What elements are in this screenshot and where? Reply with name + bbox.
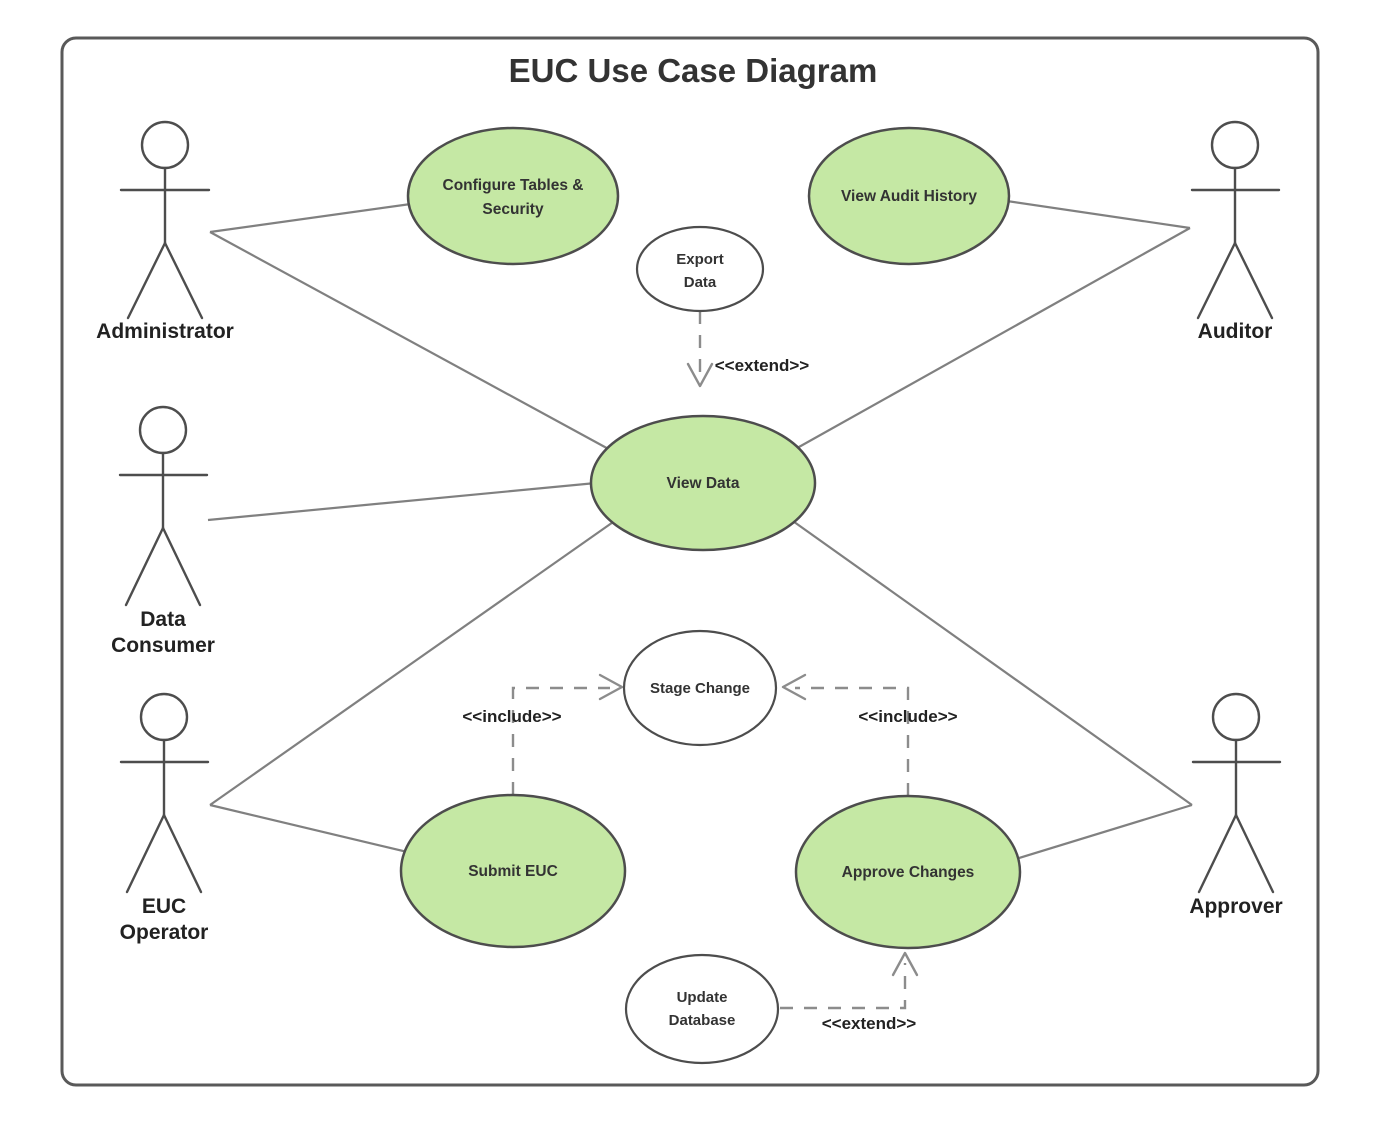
use-case-label-line-1: Configure Tables & [443, 177, 584, 194]
dependency-line-include-right [795, 686, 910, 796]
dependency-line-include-left [511, 686, 610, 795]
use-case-label-line-1: Stage Change [650, 680, 750, 697]
association-approver-approve-changes [1005, 803, 1193, 864]
association-euc-operator-submit-euc [209, 803, 421, 857]
use-case-ellipse[interactable] [589, 414, 817, 552]
stereotype-extend-bottom: <<extend>> [822, 1014, 917, 1033]
association-auditor-view-data [789, 227, 1191, 453]
use-case-ellipse[interactable] [624, 953, 780, 1065]
dependency-line-extend-bottom [780, 963, 907, 1010]
actor-auditor[interactable]: Auditor [1190, 120, 1281, 343]
actor-label-line-1: Data [140, 608, 186, 631]
system-boundary-box [60, 36, 1320, 1087]
actor-legs-icon [1197, 813, 1275, 894]
actor-administrator[interactable]: Administrator [96, 120, 234, 343]
use-case-approve-changes[interactable]: Approve Changes [794, 794, 1022, 950]
use-case-label-line-2: Security [482, 201, 544, 218]
use-case-label-line-1: Update [677, 989, 728, 1006]
association-lines-group [207, 198, 1193, 864]
actor-data-consumer[interactable]: Data Consumer [111, 405, 215, 657]
arrowhead-include-right [781, 673, 807, 701]
dependency-approve-changes-includes-stage-change: <<include>> [781, 673, 958, 796]
use-case-stage-change[interactable]: Stage Change [622, 629, 778, 747]
actor-approver[interactable]: Approver [1189, 692, 1283, 918]
use-case-submit-euc[interactable]: Submit EUC [399, 793, 627, 949]
use-case-ellipse[interactable] [406, 126, 620, 266]
dependency-submit-euc-includes-stage-change: <<include>> [462, 673, 624, 795]
use-case-label-line-1: View Data [667, 475, 740, 492]
use-case-label-line-2: Database [669, 1012, 736, 1029]
association-approver-view-data [789, 518, 1193, 806]
arrowhead-include-left [598, 673, 624, 701]
use-case-export-data[interactable]: Export Data [635, 225, 765, 313]
association-auditor-view-audit-history [999, 198, 1191, 230]
actor-legs-icon [125, 813, 203, 894]
actor-legs-icon [124, 526, 202, 607]
stereotype-include-left: <<include>> [462, 707, 561, 726]
use-case-configure-tables-security[interactable]: Configure Tables & Security [406, 126, 620, 266]
actor-label-line-1: EUC [142, 895, 186, 918]
page-title: EUC Use Case Diagram [509, 52, 878, 89]
use-case-ellipse[interactable] [635, 225, 765, 313]
use-case-ellipse[interactable] [794, 794, 1022, 950]
actor-label-line-2: Operator [120, 921, 209, 944]
use-case-update-database[interactable]: Update Database [624, 953, 780, 1065]
use-case-ellipse[interactable] [399, 793, 627, 949]
association-data-consumer-view-data [207, 481, 597, 522]
stereotype-include-right: <<include>> [858, 707, 957, 726]
actor-legs-icon [1196, 241, 1274, 320]
dependency-update-database-extends-approve-changes: <<extend>> [780, 951, 919, 1033]
actor-euc-operator[interactable]: EUC Operator [120, 692, 210, 944]
use-case-ellipse[interactable] [807, 126, 1011, 266]
actor-label-line-1: Approver [1189, 895, 1282, 918]
arrowhead-extend-top [686, 362, 714, 388]
actor-legs-icon [126, 241, 204, 320]
actor-label-line-1: Administrator [96, 320, 234, 343]
association-euc-operator-view-data [209, 519, 617, 806]
arrowhead-extend-bottom [891, 951, 919, 977]
use-case-label-line-1: Export [676, 251, 724, 268]
use-case-label-line-1: Submit EUC [468, 863, 558, 880]
use-case-label-line-1: Approve Changes [842, 864, 975, 881]
use-case-view-audit-history[interactable]: View Audit History [807, 126, 1011, 266]
actor-label-line-1: Auditor [1198, 320, 1273, 343]
use-case-label-line-1: View Audit History [841, 188, 977, 205]
use-case-view-data[interactable]: View Data [589, 414, 817, 552]
association-administrator-view-data [209, 231, 615, 453]
actor-label-line-2: Consumer [111, 634, 215, 657]
dependency-export-data-extends-view-data: <<extend>> [686, 311, 810, 388]
association-administrator-configure-tables-security [209, 201, 419, 234]
use-case-label-line-2: Data [684, 274, 717, 291]
stereotype-extend-top: <<extend>> [715, 356, 810, 375]
use-case-ellipse[interactable] [622, 629, 778, 747]
